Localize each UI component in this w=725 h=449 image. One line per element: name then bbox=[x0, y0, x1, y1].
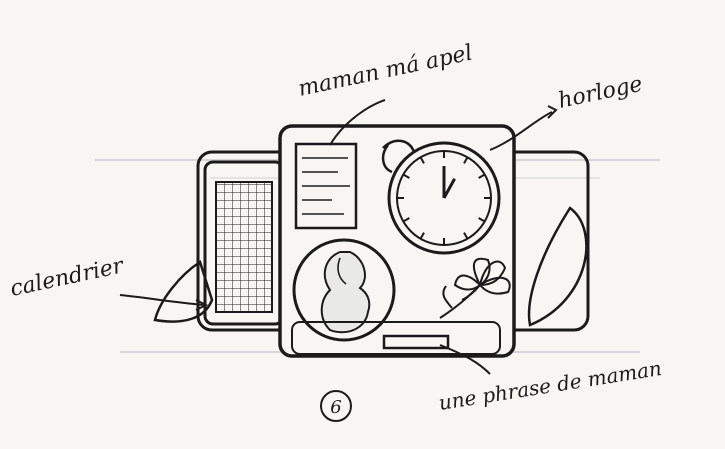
page-number: 6 bbox=[321, 391, 351, 421]
right-leaf bbox=[529, 208, 586, 325]
page-number-label: 6 bbox=[330, 397, 341, 418]
annotation-clock: horloge bbox=[556, 72, 645, 114]
annotation-message: maman má apel bbox=[296, 41, 475, 102]
left-leaf bbox=[155, 262, 212, 322]
annotation-phrase: une phrase de maman bbox=[437, 356, 663, 415]
annotation-calendar: calendrier bbox=[8, 253, 127, 302]
calendar-grid bbox=[216, 182, 272, 312]
